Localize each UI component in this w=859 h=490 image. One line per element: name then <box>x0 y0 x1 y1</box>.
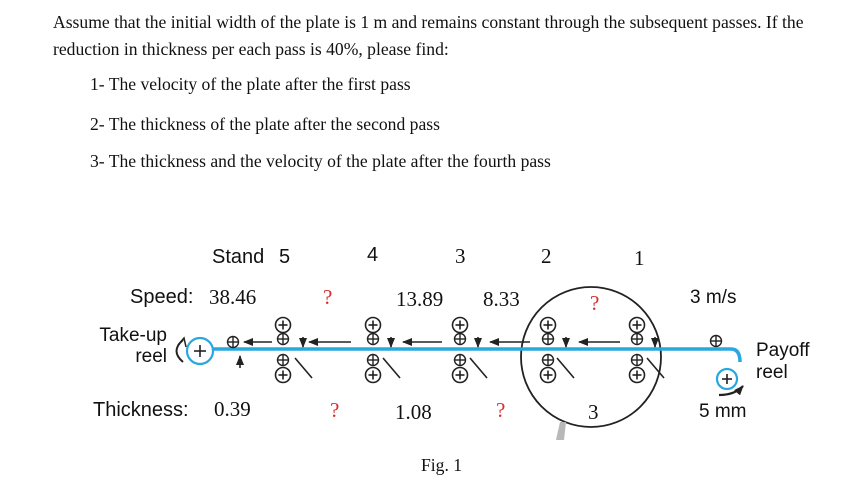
question-2: 2- The thickness of the plate after the … <box>90 114 440 134</box>
strip-payoff-bend <box>730 347 742 363</box>
speed-stand-5: 38.46 <box>209 285 257 309</box>
speed-stand-2: 8.33 <box>483 287 520 311</box>
thickness-stand-3: 1.08 <box>395 400 432 424</box>
stand-number-5: 5 <box>279 246 291 268</box>
highlight-circle <box>520 286 662 428</box>
payoff-reel-icon <box>715 367 744 397</box>
stand-label: Stand <box>212 246 265 268</box>
payoff-guide-roll <box>709 334 723 348</box>
question-3: 3- The thickness and the velocity of the… <box>90 151 551 171</box>
thickness-stand-1: 3 <box>588 400 599 424</box>
speed-stand-3: 13.89 <box>396 287 444 311</box>
stand-number-4: 4 <box>367 244 379 266</box>
stand-number-1: 1 <box>634 246 645 270</box>
thickness-stand-2-unknown: ? <box>496 398 506 422</box>
stand-support <box>556 422 566 440</box>
takeup-reel-icon <box>175 336 215 366</box>
thickness-stand-5: 0.39 <box>214 397 251 421</box>
speed-stand-4-unknown: ? <box>323 285 333 309</box>
thickness-payoff: 5 mm <box>699 401 747 422</box>
problem-intro: Assume that the initial width of the pla… <box>53 12 804 59</box>
speed-stand-1-unknown: ? <box>590 291 600 315</box>
thickness-stand-4-unknown: ? <box>330 398 340 422</box>
speed-label: Speed: <box>130 286 194 308</box>
stand-number-2: 2 <box>541 244 552 268</box>
takeup-reel-label: Take-up reel <box>99 325 167 367</box>
payoff-reel-label: Payoff reel <box>756 340 810 383</box>
flow-arrows <box>236 337 665 379</box>
question-1: 1- The velocity of the plate after the f… <box>90 74 411 94</box>
stand-number-3: 3 <box>455 244 466 268</box>
thickness-label: Thickness: <box>93 399 189 421</box>
figure-caption: Fig. 1 <box>421 455 463 475</box>
speed-payoff: 3 m/s <box>690 287 737 308</box>
